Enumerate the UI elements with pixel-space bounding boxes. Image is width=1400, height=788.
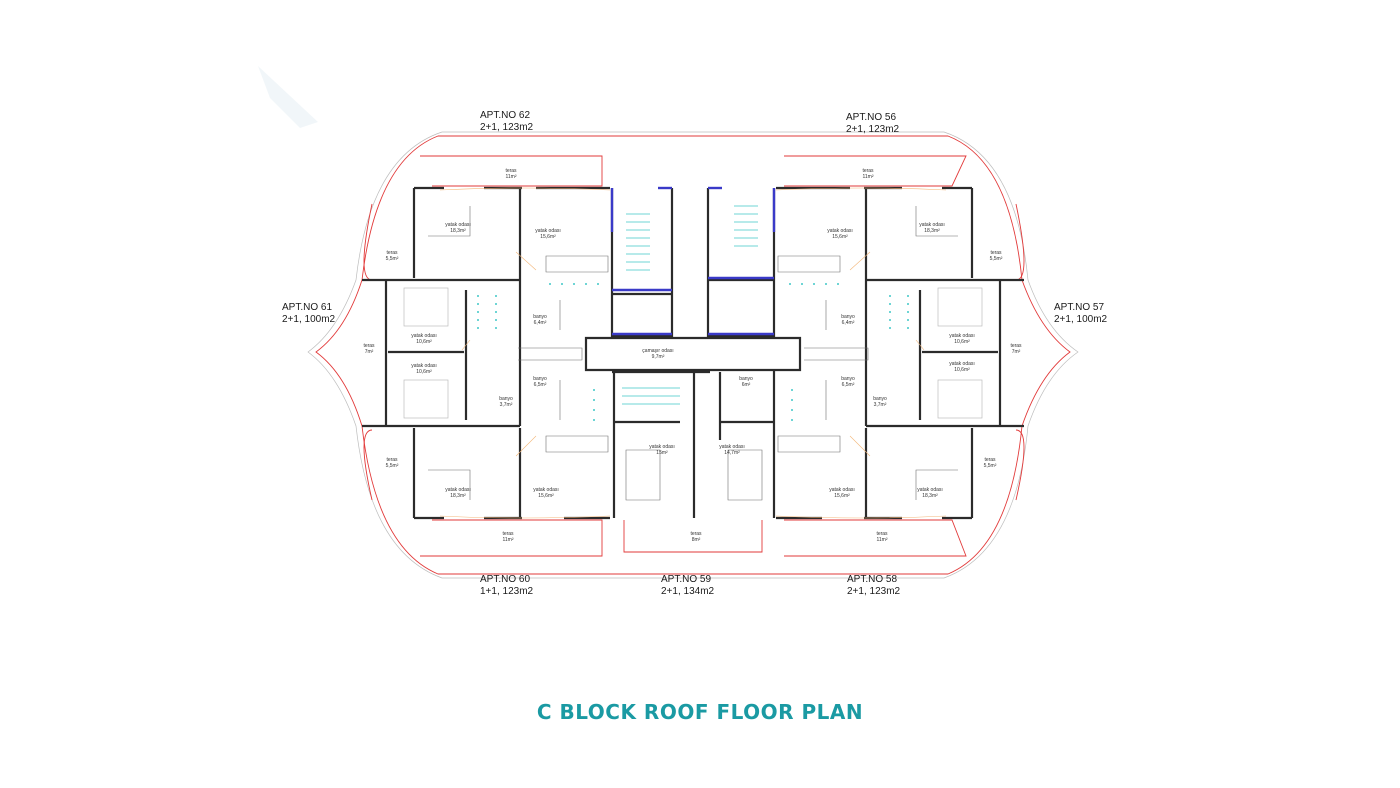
walls <box>362 186 1024 520</box>
fixtures <box>477 283 909 421</box>
stair-core <box>610 186 776 336</box>
guide-lines <box>439 187 947 519</box>
north-arrow-mark <box>258 66 318 128</box>
beds <box>403 287 983 419</box>
building-outline <box>307 131 1079 579</box>
plan-title: C BLOCK ROOF FLOOR PLAN <box>536 700 864 724</box>
stair-treads <box>622 205 758 405</box>
